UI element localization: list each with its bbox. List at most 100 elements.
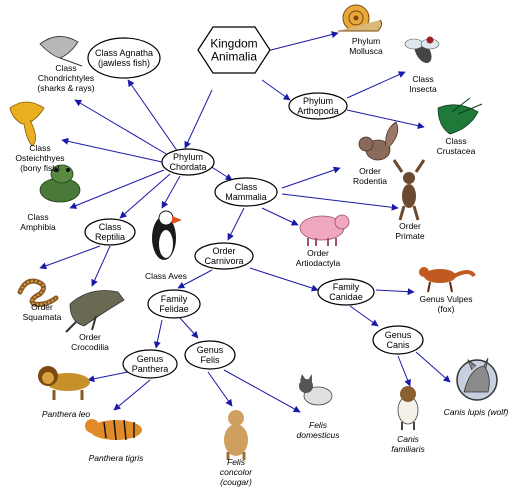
crustacea-line-0: Class xyxy=(445,136,466,146)
crocodilia-line-1: Crocodilia xyxy=(71,342,109,352)
mammalia-line-1: Mammalia xyxy=(225,192,267,202)
arthropoda-node xyxy=(288,92,348,120)
cougar-icon xyxy=(224,410,248,460)
edge-canis-lupis xyxy=(415,351,451,383)
edge-canis-familiaris xyxy=(397,355,411,387)
felis_domesticus-line-0: Felis xyxy=(309,420,328,430)
felis_concolor-line-2: (cougar) xyxy=(220,477,252,487)
osteichthyes-line-0: Class xyxy=(29,143,50,153)
arthropoda-line-0: Phylum xyxy=(303,96,333,106)
mollusca-line-0: Phylum xyxy=(352,36,380,46)
mammalia-node xyxy=(214,177,278,207)
edge-kingdom-mollusca xyxy=(262,31,339,53)
vulpes-line-1: (fox) xyxy=(438,304,455,314)
edge-carnivora-canidae xyxy=(249,267,319,292)
fly-icon xyxy=(404,36,440,63)
edge-chordata-osteichthyes xyxy=(61,137,163,163)
edge-canidae-vulpes xyxy=(375,288,415,296)
agnatha-line-1: (jawless fish) xyxy=(98,58,150,68)
edge-arthropoda-crustacea xyxy=(346,109,425,130)
chondrichthyes-line-0: Class xyxy=(55,63,76,73)
canis-lupis-label: Canis lupis (wolf) xyxy=(444,407,509,417)
lobster-icon xyxy=(437,97,483,135)
edge-felis-concolor xyxy=(207,371,233,407)
felis_concolor-line-0: Felis xyxy=(227,457,246,467)
edge-mammalia-carnivora xyxy=(227,207,245,241)
edge-chordata-reptilia xyxy=(119,173,171,219)
edge-chordata-mammalia xyxy=(209,165,233,181)
amphibia-line-0: Class xyxy=(27,212,48,222)
squamata-line-0: Order xyxy=(31,302,53,312)
panthera-line-1: Panthera xyxy=(132,364,169,374)
panthera-tigris-label: Panthera tigris xyxy=(89,453,145,463)
crocodile-icon xyxy=(65,290,125,333)
canis_lupis-line-0: Canis lupis (wolf) xyxy=(444,407,509,417)
felis-node xyxy=(184,340,236,370)
snail-icon xyxy=(338,4,383,32)
canidae-line-1: Canidae xyxy=(329,292,363,302)
mollusca-line-1: Mollusca xyxy=(349,46,383,56)
cat-icon xyxy=(299,374,333,406)
reptilia-line-1: Reptilia xyxy=(95,232,125,242)
osteichthyes-line-2: (bony fish) xyxy=(20,163,60,173)
panthera-node xyxy=(122,349,178,379)
chordata-line-1: Chordata xyxy=(169,162,206,172)
edge-chordata-chondrichthyes xyxy=(74,99,169,156)
squirrel-icon xyxy=(358,121,399,161)
carnivora-node xyxy=(194,242,254,270)
fox-icon xyxy=(419,267,476,293)
reptilia-line-0: Class xyxy=(99,222,122,232)
agnatha-line-0: Class Agnatha xyxy=(95,48,153,58)
artiodactyla-line-1: Artiodactyla xyxy=(296,258,341,268)
goldfish-icon xyxy=(9,101,45,147)
chordata-line-0: Phylum xyxy=(173,152,203,162)
edge-mammalia-primate xyxy=(281,193,399,211)
edge-felis-domesticus xyxy=(223,369,301,413)
felis-line-1: Felis xyxy=(200,355,220,365)
felidae-line-1: Felidae xyxy=(159,304,189,314)
edge-chordata-aves xyxy=(161,175,181,209)
chordata-node xyxy=(161,148,215,176)
edge-carnivora-felidae xyxy=(177,269,213,289)
frog-icon xyxy=(39,164,81,203)
mammalia-line-0: Class xyxy=(235,182,258,192)
edge-chordata-amphibia xyxy=(69,169,165,209)
arthropoda-line-1: Arthopoda xyxy=(297,106,339,116)
primate-line-1: Primate xyxy=(395,231,425,241)
squamata-line-1: Squamata xyxy=(23,312,62,322)
illustrations xyxy=(9,4,498,460)
wolf-icon xyxy=(456,357,498,401)
panthera-line-0: Genus xyxy=(137,354,164,364)
carnivora-line-0: Order xyxy=(212,246,235,256)
tiger-icon xyxy=(85,419,142,441)
ray-icon xyxy=(39,36,83,67)
agnatha-label: Class Agnatha(jawless fish) xyxy=(95,48,153,68)
panthera_tigris-line-0: Panthera tigris xyxy=(89,453,145,463)
primate-line-0: Order xyxy=(399,221,421,231)
reptilia-node xyxy=(84,218,136,246)
edge-panthera-tigris xyxy=(113,379,151,411)
felidae-node xyxy=(147,289,201,319)
edge-arthropoda-insecta xyxy=(346,71,406,99)
edges xyxy=(39,31,451,413)
edge-reptilia-squamata xyxy=(39,245,101,270)
